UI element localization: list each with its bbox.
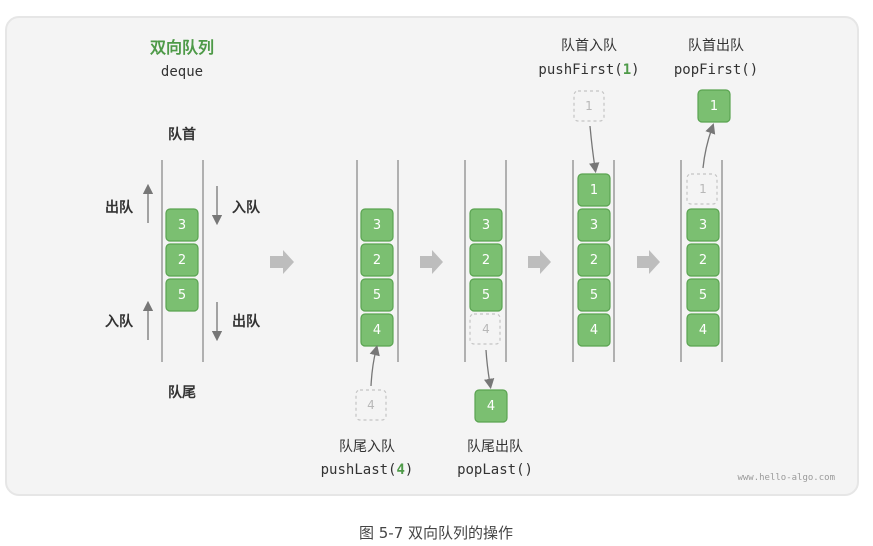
stage3-incoming-value: 1 [585, 99, 593, 113]
stage1-incoming-value: 4 [367, 398, 375, 412]
deque-item-ghost [686, 173, 718, 205]
label-head-out: 出队 [105, 199, 134, 216]
deque-item [360, 278, 394, 312]
stage3-incoming-ghost [573, 90, 605, 122]
stage4-pop-arrow [702, 123, 716, 169]
diagram-subtitle: deque [161, 64, 203, 80]
deque-item [577, 208, 611, 242]
deque-item [360, 208, 394, 242]
deque-item [686, 243, 720, 277]
stage-push-first: 队首入队 pushFirst(1) 1 1 3 2 5 4 [538, 38, 640, 362]
deque-item-value: 2 [178, 253, 186, 268]
flow-arrow-3 [528, 250, 551, 274]
label-tail-in: 入队 [105, 313, 134, 330]
deque-item-value: 2 [482, 253, 490, 268]
deque-item [165, 208, 199, 242]
stage2-pop-arrow [484, 349, 495, 390]
stage2-popped-value: 4 [487, 399, 495, 414]
figure-caption: 图 5-7 双向队列的操作 [359, 524, 513, 542]
stage1-push-arrow [369, 344, 380, 387]
stage1-incoming-ghost [355, 389, 387, 421]
deque-item [577, 278, 611, 312]
stage-pop-first: 队首出队 popFirst() 1 1 3 2 5 4 [674, 38, 758, 362]
deque-item-value: 4 [373, 323, 381, 338]
deque-item-value: 1 [590, 183, 598, 198]
deque-item-value: 2 [699, 253, 707, 268]
stage1-title: 队尾入队 [339, 439, 395, 455]
stage2-items: 3 2 5 4 [469, 208, 503, 345]
deque-item-value: 2 [373, 253, 381, 268]
deque-item [469, 208, 503, 242]
deque-item [686, 313, 720, 347]
stage2-popped-item [474, 389, 508, 423]
deque-item-value: 5 [482, 288, 490, 303]
stage4-popped-item [697, 89, 731, 123]
deque-item [165, 243, 199, 277]
stage-push-last: 3 2 5 4 4 队尾入队 pushLast(4) [321, 160, 414, 478]
deque-item [469, 278, 503, 312]
stage3-items: 1 3 2 5 4 [577, 173, 611, 347]
deque-item [577, 173, 611, 207]
stage4-items: 1 3 2 5 4 [686, 173, 720, 347]
stage1-items: 3 2 5 4 [360, 208, 394, 347]
deque-item [686, 208, 720, 242]
stage4-popped-value: 1 [710, 99, 718, 114]
deque-item-value: 1 [699, 182, 707, 196]
label-head-in: 入队 [232, 199, 261, 216]
deque-item-value: 3 [699, 218, 707, 233]
deque-item-value: 3 [373, 218, 381, 233]
deque-item [165, 278, 199, 312]
stage1-code: pushLast(4) [321, 462, 414, 478]
deque-item-value: 3 [482, 218, 490, 233]
stage-pop-last: 3 2 5 4 4 队尾出队 popLast() [457, 160, 533, 478]
deque-item-ghost [469, 313, 501, 345]
deque-item-value: 2 [590, 253, 598, 268]
deque-item-value: 4 [482, 322, 490, 336]
stage4-code: popFirst() [674, 62, 758, 78]
deque-item-value: 5 [590, 288, 598, 303]
label-tail: 队尾 [168, 384, 196, 401]
deque-item-value: 5 [178, 288, 186, 303]
deque-item-value: 3 [178, 218, 186, 233]
initial-deque-items: 3 2 5 [165, 208, 199, 312]
label-head: 队首 [168, 126, 196, 143]
flow-arrow-1 [270, 250, 294, 274]
stage4-title: 队首出队 [688, 38, 744, 54]
stage2-title: 队尾出队 [467, 439, 523, 455]
deque-item-value: 4 [699, 323, 707, 338]
deque-item-value: 5 [373, 288, 381, 303]
deque-item [577, 243, 611, 277]
stage3-push-arrow [589, 125, 600, 174]
flow-arrow-4 [637, 250, 660, 274]
deque-item [469, 243, 503, 277]
deque-item [577, 313, 611, 347]
deque-item [360, 243, 394, 277]
stage3-code: pushFirst(1) [538, 62, 639, 78]
deque-item-value: 5 [699, 288, 707, 303]
stage2-code: popLast() [457, 462, 533, 478]
deque-item [686, 278, 720, 312]
label-tail-out: 出队 [232, 313, 261, 330]
watermark: www.hello-algo.com [737, 473, 835, 483]
deque-item-value: 3 [590, 218, 598, 233]
stage3-title: 队首入队 [561, 38, 617, 54]
flow-arrow-2 [420, 250, 443, 274]
diagram-title: 双向队列 [150, 38, 214, 57]
deque-item-value: 4 [590, 323, 598, 338]
